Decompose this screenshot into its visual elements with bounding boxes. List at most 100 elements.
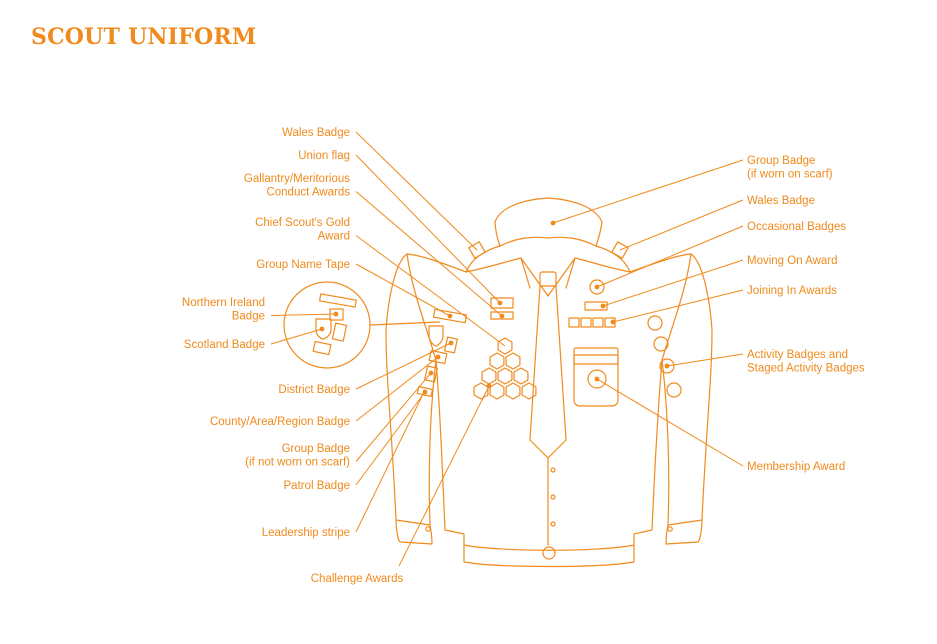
gallantry-awards: [490, 311, 514, 320]
leader-dot: [448, 340, 454, 346]
leader-dot: [664, 363, 670, 369]
leader-moving-on: [602, 259, 744, 307]
pocket: [573, 354, 619, 407]
scarf-fold: [520, 257, 576, 289]
leader-gallantry: [355, 191, 503, 317]
shirt-body: [385, 253, 713, 551]
leader-dot: [333, 311, 339, 317]
leader-group-name-tape: [355, 263, 451, 317]
leader-dot: [428, 370, 434, 376]
leader-county: [355, 356, 439, 422]
waistband: [463, 544, 635, 568]
moving-on-award: [584, 301, 608, 311]
leader-dot: [435, 354, 441, 360]
belt-buckle: [542, 546, 556, 560]
leader-patrol: [355, 391, 426, 486]
magnifier-inset: [283, 281, 441, 369]
activity-badge: [666, 382, 682, 398]
group-name-tape: [432, 308, 468, 324]
leader-activity: [666, 353, 744, 367]
challenge-award-hexagon: [489, 382, 505, 400]
woggle: [539, 271, 557, 287]
inset-district: [331, 322, 348, 342]
challenge-awards: [473, 337, 537, 400]
scarf-left: [465, 245, 549, 297]
shirt-button: [550, 494, 556, 500]
leader-dot: [610, 319, 616, 325]
inset-connector: [369, 321, 441, 326]
leader-wales-badge: [355, 131, 478, 251]
leader-wales-badge: [619, 199, 744, 251]
leader-dot: [499, 313, 505, 319]
union-flag-badge: [490, 297, 514, 309]
leader-dot: [447, 313, 453, 319]
label-left-challenge: Challenge Awards: [311, 573, 404, 585]
district-badge-shield: [428, 325, 444, 347]
label-left-group-badge-not-scarf: Group Badge(if not worn on scarf): [245, 443, 350, 469]
challenge-award-hexagon: [481, 367, 497, 385]
inset-county: [312, 340, 332, 356]
leader-lines: [270, 131, 744, 567]
leader-membership: [596, 378, 744, 467]
right-cuff: [665, 519, 703, 545]
challenge-award-hexagon: [497, 337, 513, 355]
leader-chief-scout-gold: [355, 235, 506, 347]
leader-northern-ireland: [270, 313, 337, 316]
label-left-wales-badge: Wales Badge: [282, 127, 350, 139]
membership-award: [587, 369, 607, 389]
label-right-joining-in: Joining In Awards: [747, 285, 837, 297]
challenge-award-hexagon: [473, 382, 489, 400]
activity-badge: [659, 358, 675, 374]
leader-dot: [486, 383, 492, 389]
leader-dot: [550, 220, 556, 226]
label-right-occasional: Occasional Badges: [747, 221, 846, 233]
joining-in-awards: [568, 317, 616, 328]
leader-leadership-stripe: [355, 391, 425, 533]
collar: [494, 197, 603, 247]
challenge-award-hexagon: [505, 352, 521, 370]
label-right-membership: Membership Award: [747, 461, 845, 473]
inset-scotland-shield: [315, 318, 332, 340]
activity-badge: [653, 336, 669, 352]
leader-dot: [594, 284, 600, 290]
leader-dot: [594, 376, 600, 382]
patrol-badge: [416, 386, 434, 397]
right-cuff-button: [667, 526, 673, 532]
left-cuff: [395, 519, 433, 545]
left-sleeve-seam: [406, 253, 437, 361]
scarf-tail: [529, 285, 567, 459]
leader-group-badge-not-scarf: [355, 372, 432, 462]
county-badge: [428, 349, 448, 365]
label-left-union-flag: Union flag: [298, 150, 350, 162]
left-cuff-button: [425, 526, 431, 532]
inset-tape: [318, 293, 357, 308]
leader-group-badge-scarf: [552, 159, 744, 224]
shirt-button: [550, 521, 556, 527]
leader-dot: [497, 300, 503, 306]
shirt-outline: [385, 197, 713, 568]
label-left-county: County/Area/Region Badge: [210, 416, 350, 428]
right-sleeve-seam: [661, 253, 692, 361]
left-wales-badge: [468, 241, 486, 259]
challenge-award-hexagon: [513, 367, 529, 385]
label-left-leadership-stripe: Leadership stripe: [262, 527, 350, 539]
label-right-group-badge-scarf: Group Badge(if worn on scarf): [747, 155, 833, 181]
challenge-award-hexagon: [497, 367, 513, 385]
challenge-award-hexagon: [521, 382, 537, 400]
leader-challenge: [398, 385, 490, 567]
label-right-wales-badge: Wales Badge: [747, 195, 815, 207]
group-badge-sleeve: [424, 365, 438, 383]
leader-dots: [319, 220, 670, 395]
label-right-moving-on: Moving On Award: [747, 255, 838, 267]
leader-occasional: [596, 225, 744, 288]
label-left-district: District Badge: [278, 384, 350, 396]
page-title: SCOUT UNIFORM: [31, 24, 257, 50]
district-badge: [444, 336, 458, 354]
label-left-patrol: Patrol Badge: [284, 480, 351, 492]
